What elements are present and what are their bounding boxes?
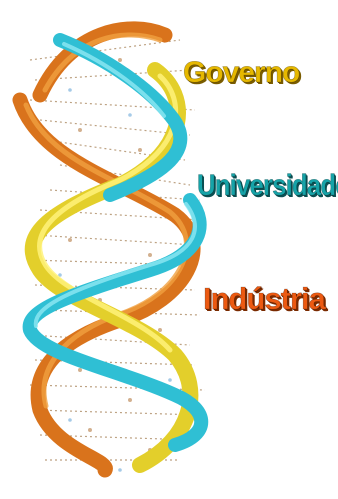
label-governo: Governo bbox=[183, 56, 299, 90]
label-industria: Indústria bbox=[203, 281, 325, 317]
label-universidade: Universidade bbox=[197, 169, 338, 203]
base-pair-dots bbox=[58, 58, 162, 452]
